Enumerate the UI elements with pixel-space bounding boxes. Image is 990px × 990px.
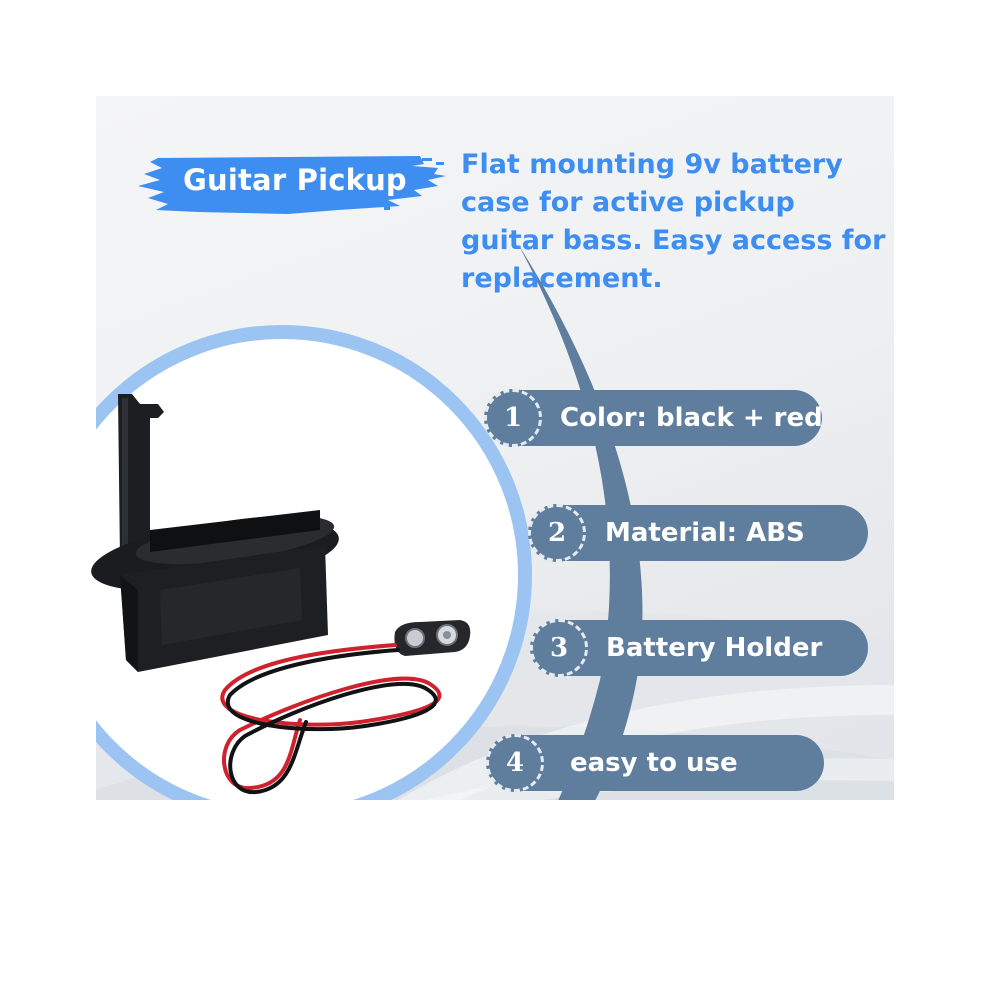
brush-stroke-banner	[138, 156, 446, 214]
banner-title: Guitar Pickup	[183, 163, 407, 197]
feature-number-badge: 2	[528, 504, 586, 562]
feature-label: Battery Holder	[606, 633, 823, 663]
feature-pill-1: 1 Color: black + red	[484, 389, 823, 447]
snap-connector-icon	[394, 620, 471, 656]
feature-number-badge: 4	[486, 734, 544, 792]
bottom-margin	[0, 800, 990, 990]
feature-label: easy to use	[570, 748, 738, 778]
product-description: Flat mounting 9v battery case for active…	[461, 149, 886, 294]
feature-number-badge: 3	[530, 619, 588, 677]
feature-pill-2: 2 Material: ABS	[528, 504, 868, 562]
feature-label: Material: ABS	[605, 518, 805, 548]
feature-label: Color: black + red	[560, 403, 823, 433]
feature-pill-4: 4 easy to use	[486, 734, 824, 792]
feature-number-badge: 1	[484, 389, 542, 447]
arc-band	[505, 244, 643, 894]
feature-pill-3: 3 Battery Holder	[530, 619, 868, 677]
